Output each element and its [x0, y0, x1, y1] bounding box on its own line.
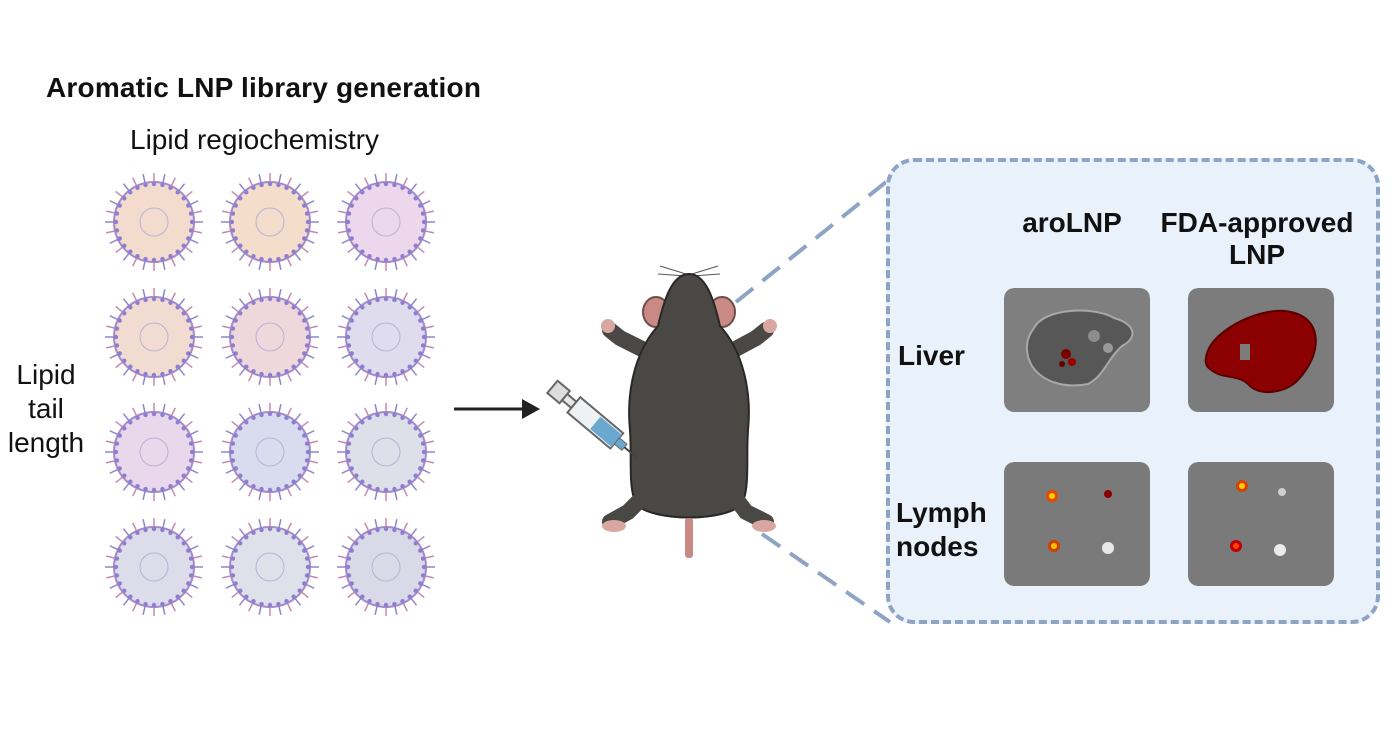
- col-header-fda-lnp: FDA-approved LNP: [1150, 207, 1364, 271]
- ylabel-line2: tail: [28, 393, 64, 424]
- row-label-lymph-nodes: Lymph nodes: [896, 496, 987, 564]
- lipid-tail-length-label: Lipid tail length: [4, 358, 88, 460]
- figure-title: Aromatic LNP library generation: [46, 72, 482, 103]
- lymph-line1: Lymph: [896, 497, 987, 528]
- lnp-particle: [221, 173, 319, 271]
- lnp-particle: [337, 403, 435, 501]
- liver-fda-image: [1188, 288, 1334, 412]
- lnp-particle: [221, 403, 319, 501]
- lnp-particle: [105, 518, 203, 616]
- lymph-line2: nodes: [896, 531, 979, 562]
- fda-line2: LNP: [1229, 239, 1285, 270]
- lnp-particle: [221, 288, 319, 386]
- ylabel-line3: length: [7, 427, 85, 458]
- lymph-arolnp-image: [1004, 462, 1150, 586]
- lymph-fda-image: [1188, 462, 1334, 586]
- lnp-particle: [105, 288, 203, 386]
- ylabel-line1: Lipid: [16, 359, 76, 390]
- injection-arrow: [454, 399, 540, 419]
- lnp-particle: [337, 288, 435, 386]
- lnp-particle: [221, 518, 319, 616]
- lnp-particle: [337, 173, 435, 271]
- lipid-regiochemistry-label: Lipid regiochemistry: [130, 124, 379, 155]
- lnp-particle: [337, 518, 435, 616]
- liver-arolnp-image: [1004, 288, 1150, 412]
- lnp-particle: [105, 403, 203, 501]
- col-header-arolnp: aroLNP: [1022, 207, 1122, 238]
- mouse-illustration: [545, 265, 777, 558]
- fda-line1: FDA-approved: [1160, 207, 1354, 238]
- lnp-particle: [105, 173, 203, 271]
- row-label-liver: Liver: [898, 340, 965, 371]
- lnp-library-grid: [105, 173, 435, 616]
